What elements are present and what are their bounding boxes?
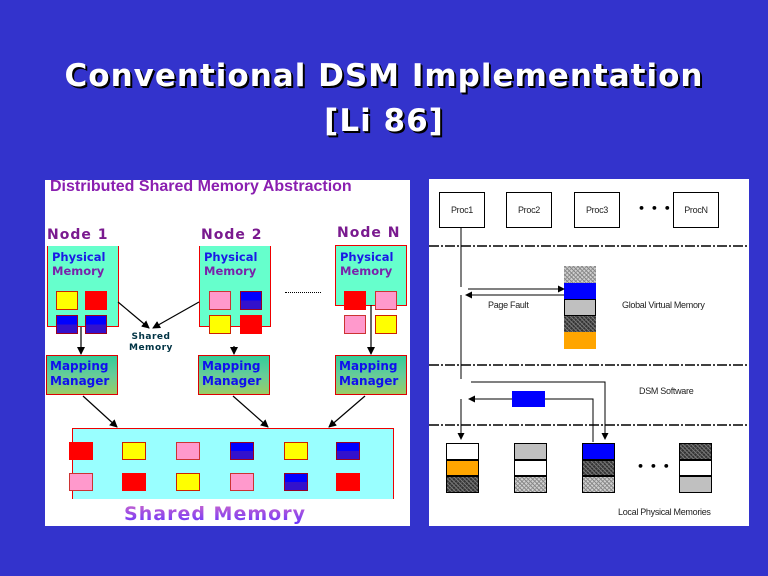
- arrow-node1-mapper-to-shared: [82, 395, 118, 428]
- physical-memory-title: Physical Memory: [340, 250, 393, 278]
- shared-memory-label: Shared Memory: [45, 503, 385, 525]
- local-page-white: [446, 443, 479, 460]
- local-page-hatch-light: [514, 476, 547, 493]
- physical-memory-title-line2: Memory: [52, 264, 105, 278]
- arrow-node2-to-shared: [152, 301, 200, 329]
- local-page-gray: [679, 476, 712, 493]
- shared-memory-callout-line1: Shared: [131, 332, 171, 342]
- shared-memory-page-yellow: [284, 442, 308, 460]
- memory-page-red: [85, 291, 107, 310]
- arrow-node2-mapper-to-shared: [232, 395, 269, 428]
- processor-box-1: Proc1: [439, 192, 485, 228]
- local-page-blue: [582, 443, 615, 460]
- dsm-software-label: DSM Software: [639, 386, 694, 396]
- virtual-page-orange: [564, 332, 596, 349]
- virtual-page-gray: [564, 299, 596, 316]
- dsm-abstraction-diagram: Distributed Shared Memory Abstraction No…: [45, 180, 410, 526]
- processor-box-n: ProcN: [673, 192, 719, 228]
- node-n-physical-memory: Physical Memory: [335, 245, 407, 334]
- dsm-reply-path: [545, 398, 594, 442]
- local-physical-memories-label: Local Physical Memories: [618, 507, 711, 517]
- arrow-node1-to-shared: [117, 301, 150, 329]
- physical-memory-title: Physical Memory: [204, 250, 257, 278]
- memory-page-red: [344, 291, 366, 310]
- shared-memory-callout: Shared Memory: [129, 332, 173, 354]
- shared-memory-page-pink: [230, 473, 254, 491]
- shared-memory-page-red: [336, 473, 360, 491]
- abstraction-heading: Distributed Shared Memory Abstraction: [50, 180, 352, 195]
- shared-memory-page-blue: [336, 442, 360, 460]
- physical-memory-title-line2: Memory: [204, 264, 257, 278]
- memory-page-yellow: [56, 291, 78, 310]
- processor-box-3: Proc3: [574, 192, 620, 228]
- virtual-page-hatch-light: [564, 266, 596, 283]
- node-2-physical-memory: Physical Memory: [199, 246, 271, 334]
- node-1-label: Node 1: [47, 227, 109, 243]
- node-2-label: Node 2: [201, 227, 263, 243]
- local-page-hatch-light: [582, 476, 615, 493]
- shared-memory-page-pink: [69, 473, 93, 491]
- local-page-gray: [514, 443, 547, 460]
- local-page-orange: [446, 459, 479, 476]
- shared-memory-page-yellow: [122, 442, 146, 460]
- nodes-ellipsis-dots: [285, 292, 321, 293]
- shared-memory-page-blue: [230, 442, 254, 460]
- local-page-hatch-dark: [446, 476, 479, 493]
- local-page-hatch-dark: [679, 443, 712, 460]
- shared-memory-page-red: [122, 473, 146, 491]
- virtual-page-blue: [564, 282, 596, 299]
- local-memories-ellipsis: • • •: [637, 460, 671, 473]
- virtual-page-hatch-dark: [564, 315, 596, 332]
- dsm-transfer-page: [512, 391, 545, 407]
- memory-page-blue: [85, 315, 107, 334]
- memory-page-blue: [56, 315, 78, 334]
- memory-page-pink: [209, 291, 231, 310]
- memory-page-pink: [344, 315, 366, 334]
- memory-page-yellow: [375, 315, 397, 334]
- processor-ellipsis: • • •: [638, 202, 672, 215]
- global-virtual-memory-label: Global Virtual Memory: [622, 300, 705, 310]
- memory-page-pink: [375, 291, 397, 310]
- dsm-implementation-diagram: Proc1 Proc2 Proc3 • • • ProcN Page Fault…: [429, 179, 749, 526]
- slide-title-line1: Conventional DSM Implementation: [64, 58, 704, 94]
- physical-memory-title-line2: Memory: [340, 264, 393, 278]
- physical-memory-title-line1: Physical: [52, 250, 106, 264]
- physical-memory-title-line1: Physical: [340, 250, 394, 264]
- shared-memory-page-red: [69, 442, 93, 460]
- shared-memory-page-blue: [284, 473, 308, 491]
- local-page-white: [679, 459, 712, 476]
- shared-memory-page-yellow: [176, 473, 200, 491]
- processor-box-2: Proc2: [506, 192, 552, 228]
- node-n-label: Node N: [337, 225, 401, 241]
- local-page-hatch-dark: [582, 459, 615, 476]
- node-1-physical-memory: Physical Memory: [47, 246, 119, 334]
- memory-page-red: [240, 315, 262, 334]
- shared-memory-callout-line2: Memory: [129, 343, 173, 353]
- physical-memory-title-line1: Physical: [204, 250, 258, 264]
- memory-page-yellow: [209, 315, 231, 334]
- local-page-white: [514, 459, 547, 476]
- memory-page-blue: [240, 291, 262, 310]
- slide-title-line2: [Li 86]: [324, 103, 444, 139]
- arrow-noden-mapper-to-shared: [328, 395, 366, 428]
- page-fault-label: Page Fault: [488, 300, 529, 310]
- physical-memory-title: Physical Memory: [52, 250, 105, 278]
- shared-memory-page-pink: [176, 442, 200, 460]
